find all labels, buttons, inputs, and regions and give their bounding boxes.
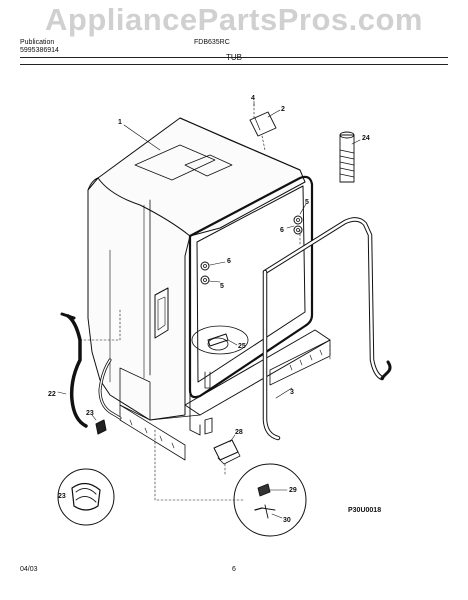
header-rule	[20, 57, 448, 58]
watermark-logo: AppliancePartsPros.com	[45, 2, 423, 37]
callout-5-middle: 5	[220, 283, 224, 290]
callout-6-middle: 6	[227, 258, 231, 265]
publication-label: Publication	[20, 39, 55, 46]
hose-clip-small	[95, 419, 107, 435]
callout-22: 22	[48, 391, 56, 398]
diagram-code: P30U0018	[348, 507, 381, 514]
title-rule	[20, 64, 448, 65]
callout-30: 30	[283, 517, 291, 524]
callout-5-right: 5	[305, 199, 309, 206]
callout-3: 3	[290, 389, 294, 396]
side-bracket	[154, 287, 169, 339]
guide-lines	[79, 103, 331, 501]
callout-24: 24	[362, 135, 370, 142]
callout-2: 2	[281, 106, 285, 113]
inlet-tube	[98, 358, 122, 420]
callout-23-hose: 23	[86, 410, 94, 417]
fasteners-right	[293, 215, 303, 235]
callout-4: 4	[251, 95, 255, 102]
page-title: TUB	[226, 53, 242, 62]
base-frame	[119, 329, 331, 461]
bracket	[249, 111, 277, 137]
tub-body	[87, 117, 306, 421]
callout-1: 1	[118, 119, 122, 126]
leader-lines	[57, 100, 361, 519]
model-number: FDB635RC	[194, 39, 230, 46]
callout-28: 28	[235, 429, 243, 436]
door-frame	[188, 175, 314, 399]
detail-inset-29-30	[233, 463, 307, 537]
footer-page-number: 6	[232, 566, 236, 573]
tub-sump	[191, 325, 249, 389]
mounting-bracket	[213, 439, 241, 465]
drain-hose	[60, 312, 88, 428]
door-gasket	[262, 217, 392, 441]
detail-inset-23	[57, 468, 115, 526]
callout-29: 29	[289, 487, 297, 494]
callout-23-inset: 23	[58, 493, 66, 500]
vent-spring	[339, 131, 355, 183]
publication-number: 5995386914	[20, 47, 59, 54]
callout-25: 25	[238, 343, 246, 350]
fasteners-middle	[200, 261, 210, 285]
front-leg	[189, 389, 213, 436]
callout-6-right: 6	[280, 227, 284, 234]
footer-date: 04/03	[20, 566, 38, 573]
